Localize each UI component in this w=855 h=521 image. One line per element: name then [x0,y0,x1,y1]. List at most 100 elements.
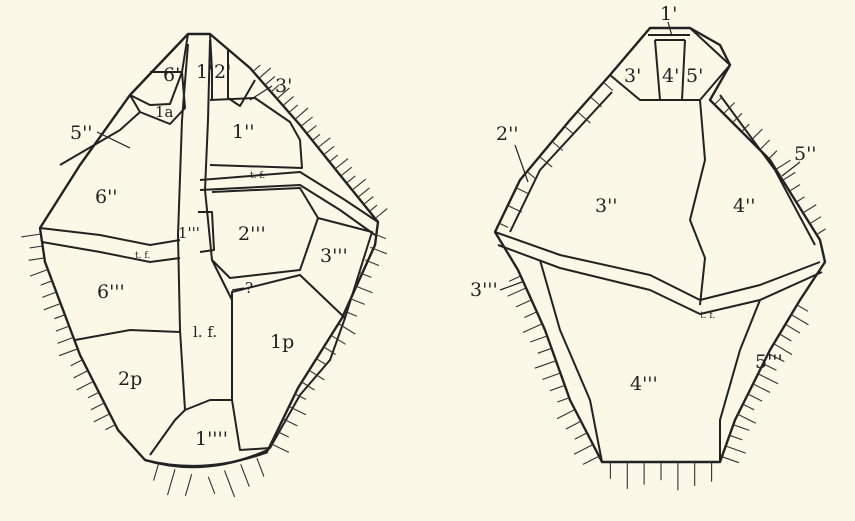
spine [208,477,215,494]
left-label-5pp: 5'' [70,122,93,144]
spine [780,334,792,341]
spine [509,276,521,281]
spine [265,76,275,85]
left-label-tf-left: t. f. [135,251,150,261]
spine [74,371,88,378]
spine [769,151,777,159]
left-label-2p-plate: 2p [118,368,142,390]
left-label-1pppp: 1'''' [195,428,228,450]
spine [730,435,743,440]
spine [185,474,191,496]
spine [375,209,387,219]
spine [591,97,602,107]
spine [168,469,176,495]
left-plate-1p [232,275,345,450]
left-label-6p: 6' [163,64,180,86]
left-label-6pp: 6'' [95,186,118,208]
spine [358,188,370,197]
spine [30,270,48,277]
spine [105,425,115,430]
spine [733,425,749,431]
spine [508,206,522,213]
spine [307,126,317,134]
left-label-1a: 1a [155,103,174,121]
left-label-1pp: 1'' [232,121,255,143]
spine [352,179,366,190]
spine [295,108,308,119]
spine [524,312,536,318]
spine [302,382,315,390]
spine [301,117,313,126]
spine [760,140,770,150]
spine [77,381,94,390]
spine [758,374,778,384]
spine [335,159,348,169]
right-label-5ppp: 5''' [755,351,783,373]
left-label-6ppp: 6''' [97,281,125,303]
spine [557,398,569,402]
spine [583,456,599,464]
spine [364,197,374,205]
spine [318,138,330,148]
spine [538,348,552,353]
right-label-4pp: 4'' [733,195,756,217]
spine [347,176,356,183]
spine [58,337,74,343]
spine [259,68,271,78]
spine [289,105,298,113]
left-label-2p: 2' [214,61,231,83]
right-label-4p: 4' [662,65,679,87]
spine [575,433,587,439]
spine [817,229,826,235]
spine [748,394,762,401]
left-label-1p-plate: 1p [270,331,294,353]
spine [341,167,352,176]
spine [574,445,593,455]
left-label-2ppp: 2''' [238,223,266,245]
spine [369,205,377,211]
spine [309,370,324,380]
spine [542,373,560,380]
spine [30,246,43,248]
spine [350,299,365,305]
left-transverse-furrow-right-2 [200,185,375,235]
right-apical-cap [610,28,730,100]
spine [790,185,800,192]
spine [810,217,821,224]
spine [499,223,508,227]
left-plate-1pppp-line [150,410,185,455]
spine [508,288,526,296]
spine [565,126,574,133]
left-plate-6ppp-line [75,330,180,340]
right-label-3pp: 3'' [595,195,618,217]
spine [91,403,104,410]
right-plate-3pp-4pp [690,100,705,305]
spine [154,464,159,480]
spine [722,457,739,463]
right-cell [495,28,826,490]
right-label-5p: 5' [686,65,703,87]
spine [316,359,326,365]
spine [715,98,722,105]
spine [566,421,581,429]
spine [329,155,337,162]
spine [785,324,800,333]
spine [803,205,816,213]
spine [271,444,289,453]
spine [516,188,528,194]
spine [54,315,65,319]
left-leader-3p [250,86,272,100]
spine [44,304,61,310]
spine [776,160,791,169]
left-label-1ppp: 1''' [178,224,200,242]
left-label-tf-upper: t. f. [250,171,265,181]
spine [253,65,260,71]
left-antapical-rim [145,452,268,466]
left-label-1p: 1' [196,61,213,83]
right-plate-3ppp [540,260,602,462]
spine [21,234,41,237]
spine [550,385,565,390]
right-transverse-furrow [495,232,820,300]
spine [29,258,45,260]
